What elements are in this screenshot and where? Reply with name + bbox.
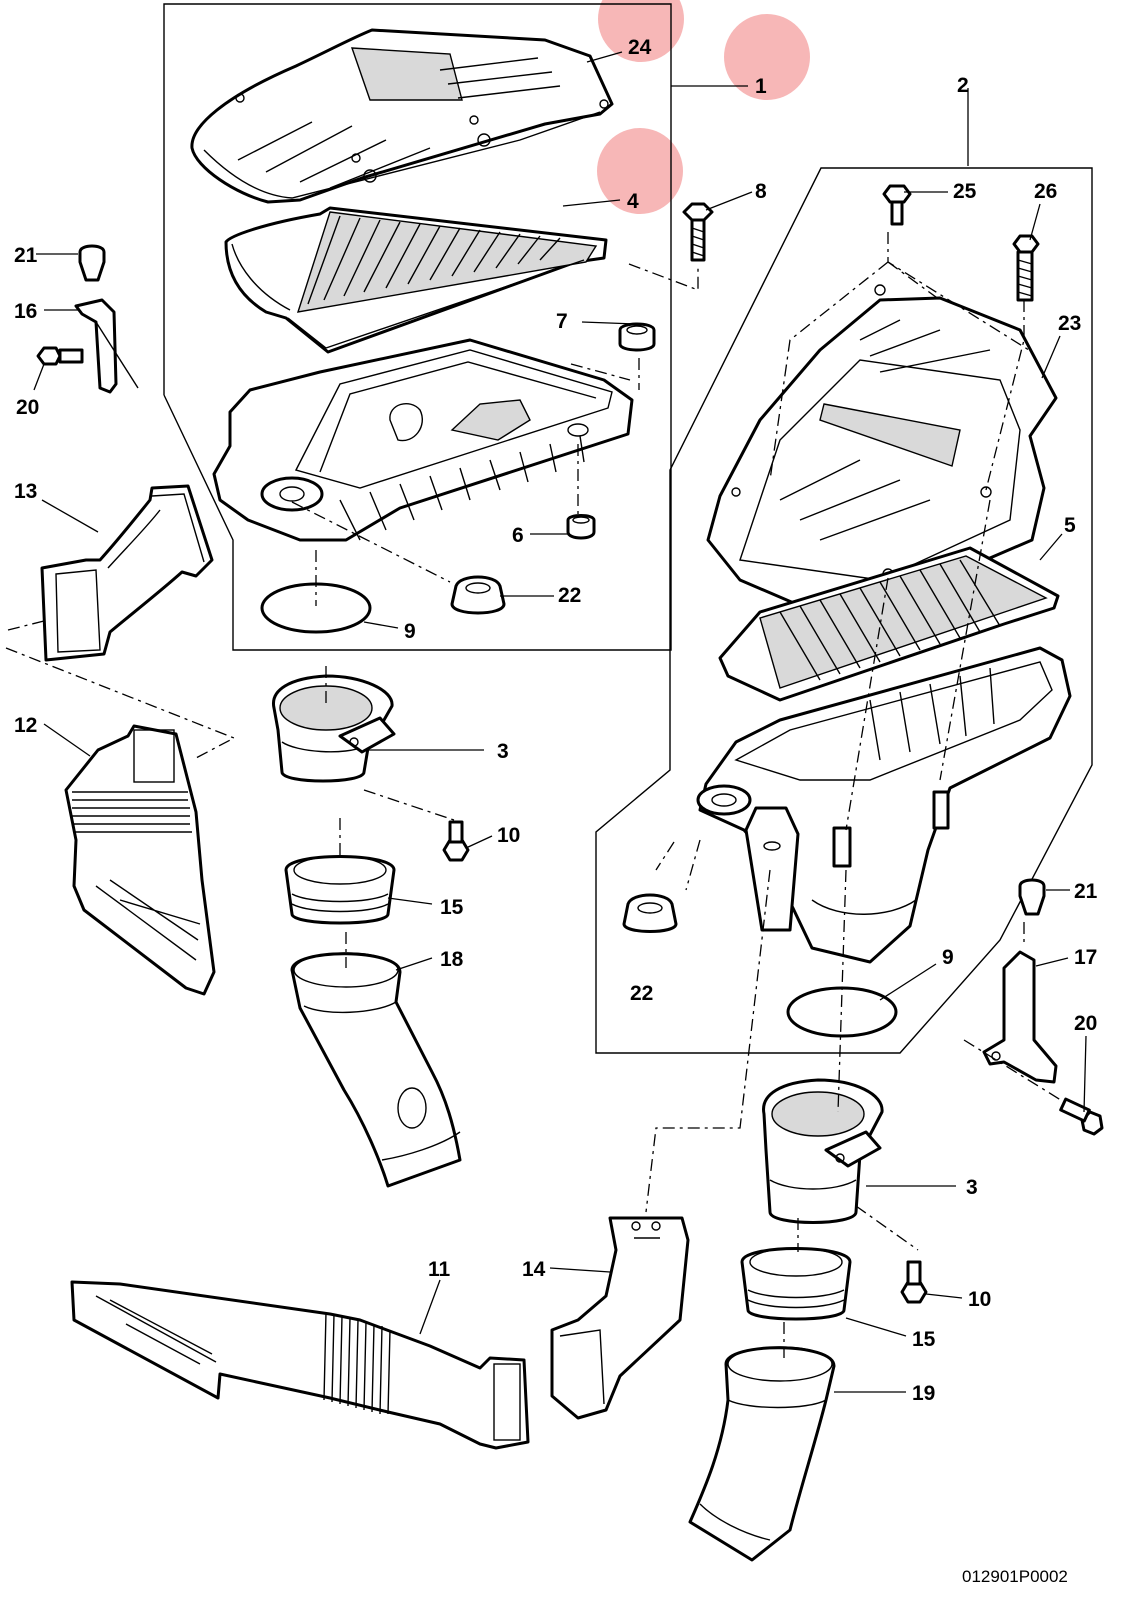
bolt-10-right [900,1260,928,1304]
callout-10-right: 10 [968,1288,991,1311]
adapter-ring-15-right [740,1247,852,1321]
grommet-7 [618,322,656,352]
callout-22-right: 22 [630,982,653,1005]
callout-20-left: 20 [16,396,39,419]
callout-15-right: 15 [912,1328,936,1351]
callout-17: 17 [1074,946,1097,969]
assembly-frame-2 [595,167,1093,1054]
intake-hose-18 [290,952,462,1188]
bolt-10-left [442,820,470,862]
callout-25: 25 [953,180,977,203]
airbox-lid-24 [190,28,614,204]
callout-21-right: 21 [1074,880,1098,903]
diagram-reference-code: 012901P0002 [962,1567,1068,1586]
callout-5: 5 [1064,514,1076,537]
air-duct-14 [550,1216,690,1420]
callout-26: 26 [1034,180,1057,203]
callout-11: 11 [428,1258,451,1281]
callout-13: 13 [14,480,37,503]
airbox-lower-housing-2 [696,646,1072,964]
grommet-22-left [450,575,506,615]
grommet-22-right [622,893,678,933]
air-duct-12 [64,724,216,996]
callout-labels: 24 1 2 8 25 26 4 21 16 7 23 20 13 6 5 22… [14,36,1098,1586]
bushing-6 [566,514,596,540]
callout-24: 24 [628,36,652,59]
maf-sensor-3-left [272,674,396,783]
intake-hose-19 [688,1346,836,1562]
air-duct-13 [40,484,214,662]
callout-9-left: 9 [404,620,416,643]
callout-15-left: 15 [440,896,464,919]
assembly-dash-lines [5,232,1065,1358]
callout-8: 8 [755,180,767,203]
callout-20-right: 20 [1074,1012,1097,1035]
air-duct-11 [70,1280,530,1450]
bolt-26 [1012,234,1040,302]
callout-14: 14 [522,1258,546,1281]
highlight-marker-24 [598,0,684,62]
assembly-frame-1 [163,3,672,651]
callout-9-right: 9 [942,946,954,969]
callout-3-left: 3 [497,740,509,763]
leader-lines [33,51,1087,1393]
nut-21-right [1018,878,1046,916]
o-ring-9-left [260,582,372,634]
air-filter-element-5 [718,546,1060,702]
callout-16: 16 [14,300,37,323]
callout-10-left: 10 [497,824,520,847]
adapter-ring-15-left [284,855,396,925]
air-filter-element-4 [224,206,608,354]
callout-2: 2 [957,74,969,97]
bolt-20-left [36,346,84,366]
callout-21-left: 21 [14,244,38,267]
callout-3-right: 3 [966,1176,978,1199]
callout-7: 7 [556,310,568,333]
callout-23: 23 [1058,312,1081,335]
bolt-8 [682,202,714,262]
nut-21-left [78,244,106,282]
airbox-lower-housing-1 [212,338,634,542]
bracket-16 [74,298,139,394]
maf-sensor-3-right [762,1078,884,1224]
callout-4: 4 [627,190,639,213]
callout-18: 18 [440,948,464,971]
bolt-25 [882,184,912,226]
callout-19: 19 [912,1382,935,1405]
highlight-marker-4 [597,128,683,214]
bracket-17 [982,950,1058,1084]
callout-1: 1 [755,75,767,98]
highlight-marker-1 [724,14,810,100]
callout-12: 12 [14,714,37,737]
callout-6: 6 [512,524,524,547]
callout-22-left: 22 [558,584,581,607]
bolt-20-right [1059,1097,1104,1136]
